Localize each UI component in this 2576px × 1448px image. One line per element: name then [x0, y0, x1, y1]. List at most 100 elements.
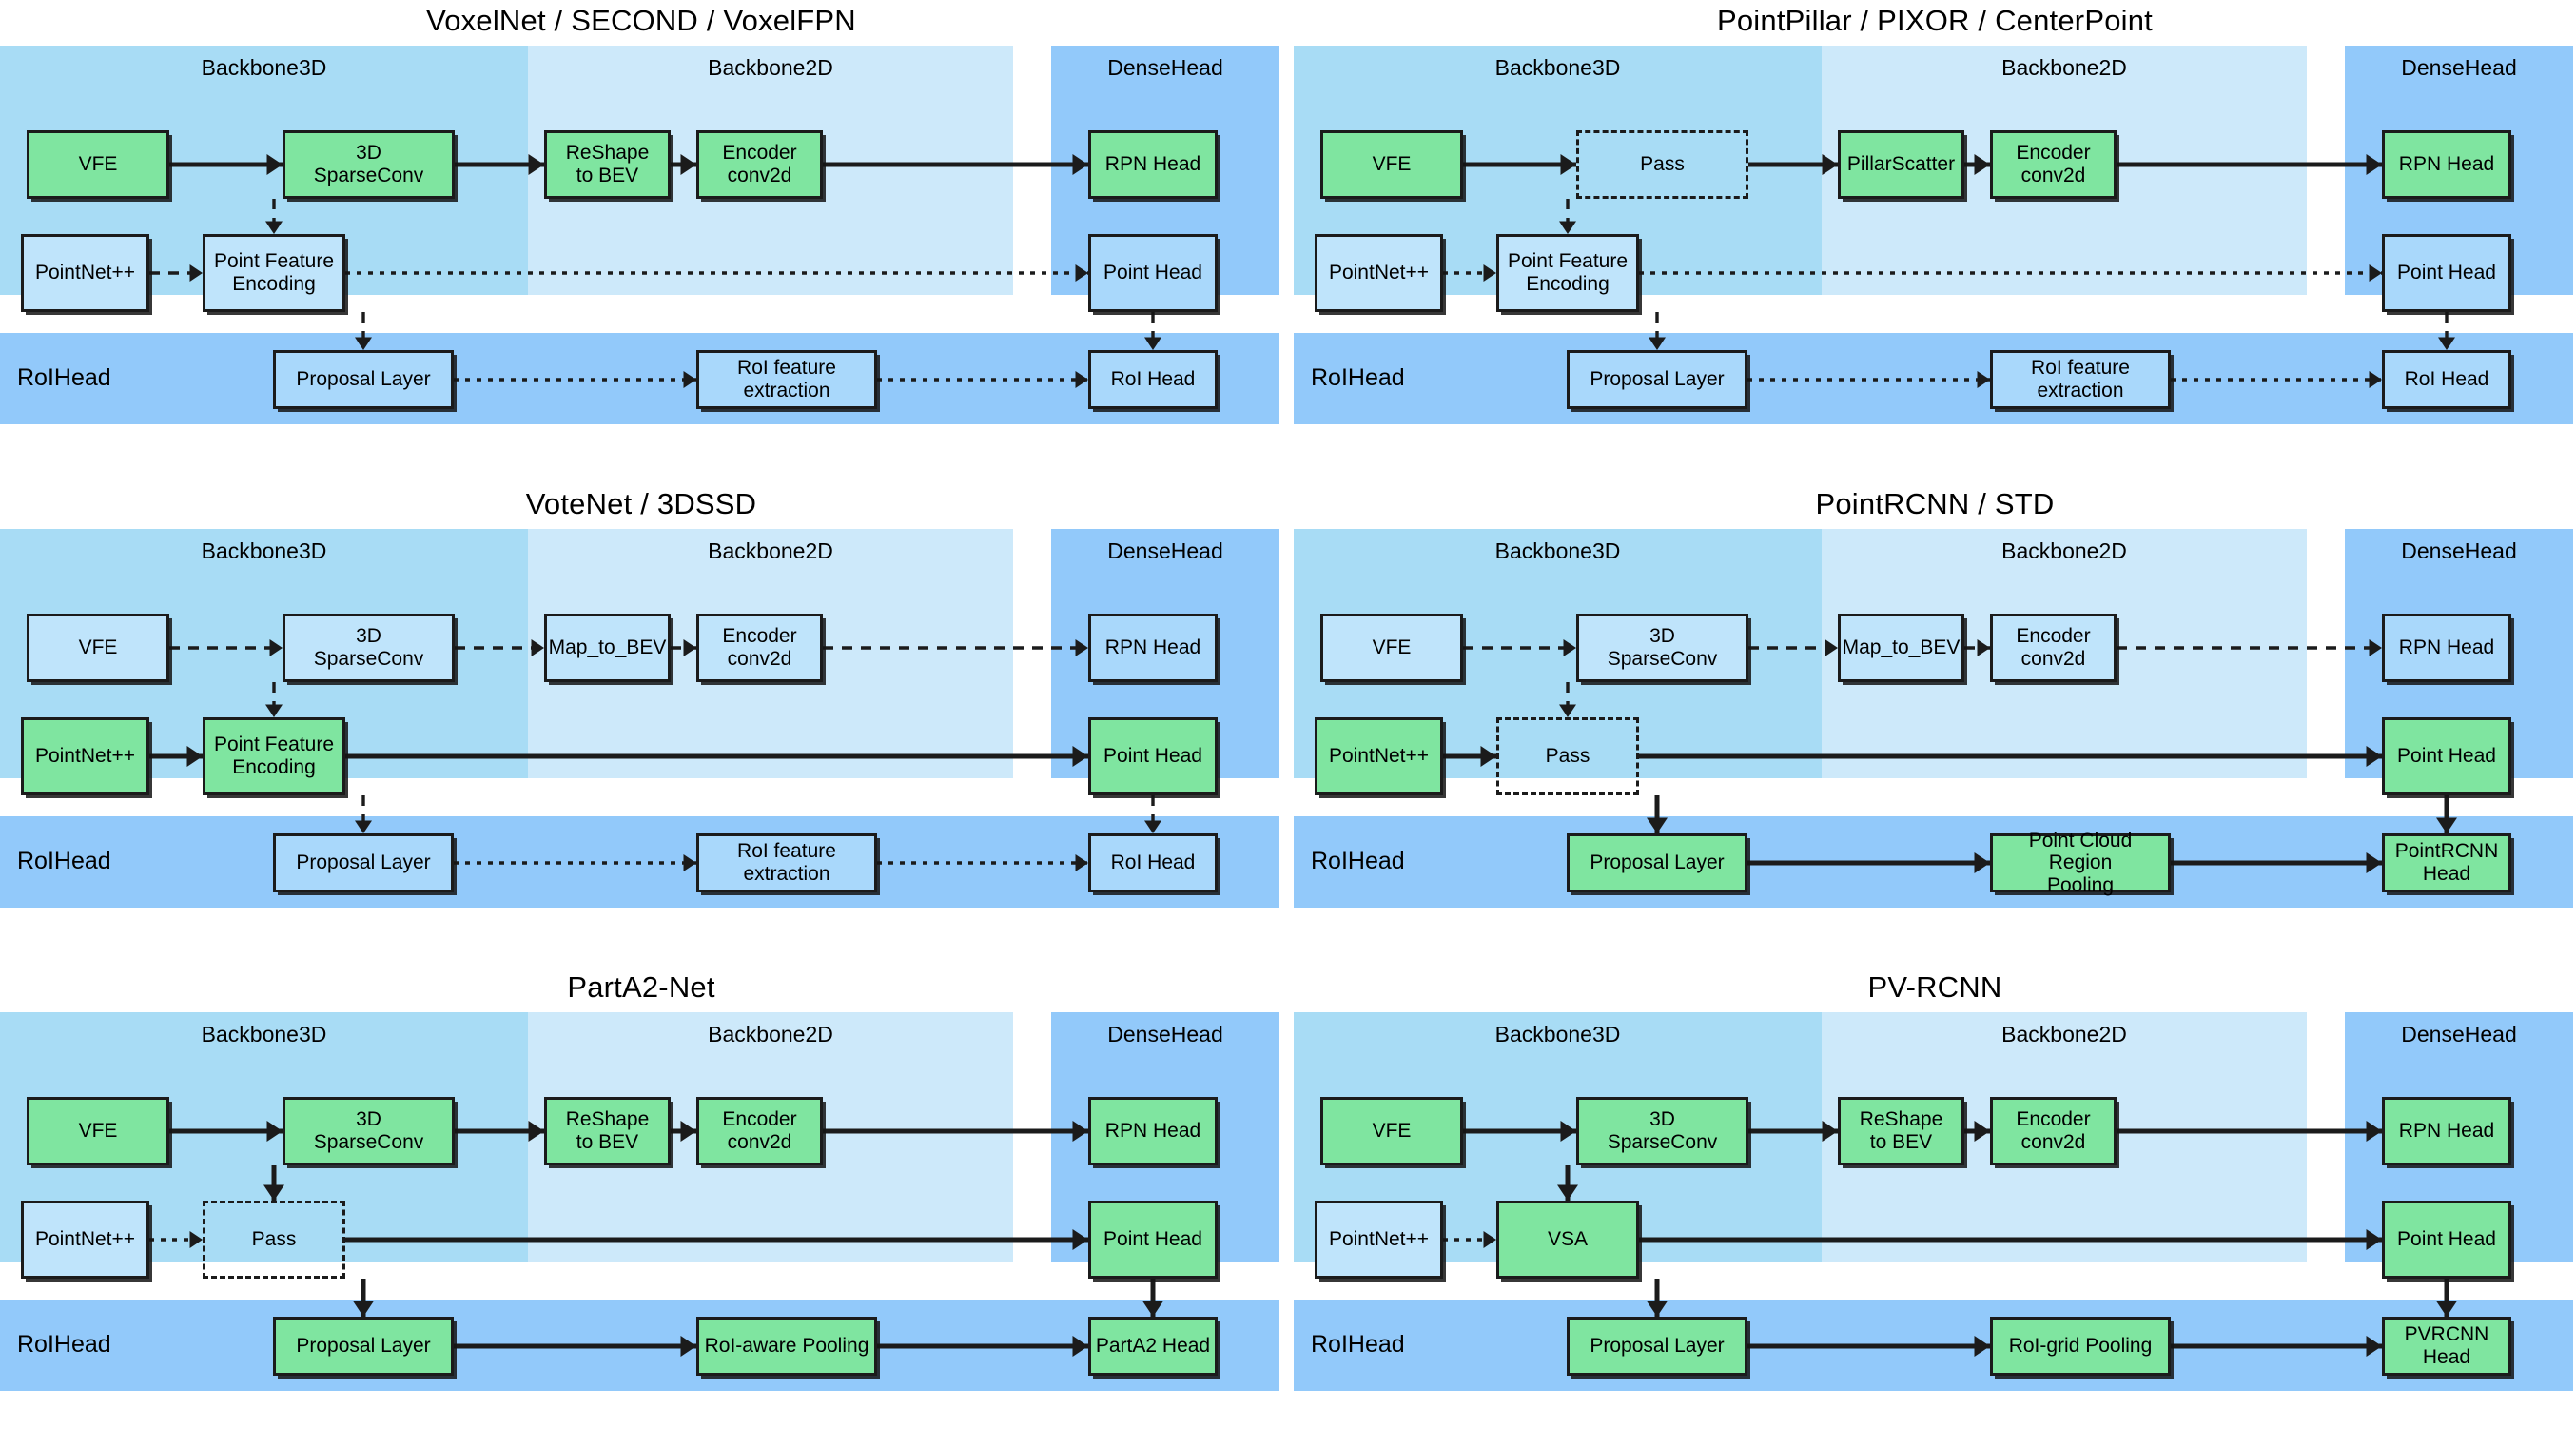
node-sparseconv[interactable]: 3D SparseConv: [283, 1097, 455, 1165]
backbone2d-label: Backbone2D: [708, 1022, 833, 1047]
node-roi_head[interactable]: RoI Head: [1088, 833, 1218, 892]
densehead-label: DenseHead: [2401, 1022, 2517, 1047]
node-to_bev[interactable]: ReShape to BEV: [1838, 1097, 1964, 1165]
node-roi_feat[interactable]: RoI-grid Pooling: [1990, 1317, 2171, 1376]
node-proposal[interactable]: Proposal Layer: [273, 1317, 454, 1376]
node-encoder[interactable]: Encoder conv2d: [1990, 130, 2117, 199]
node-point_head[interactable]: Point Head: [2382, 717, 2511, 795]
node-vfe[interactable]: VFE: [27, 130, 169, 199]
node-to_bev[interactable]: ReShape to BEV: [544, 1097, 671, 1165]
panel-title: PointRCNN / STD: [1815, 487, 2055, 520]
backbone2d-label: Backbone2D: [708, 538, 833, 563]
panel-votenet: VoteNet / 3DSSD Backbone3D Backbone2D Dense…: [0, 483, 1282, 959]
roihead-label: RoIHead: [17, 1331, 111, 1358]
backbone3d-label: Backbone3D: [201, 55, 327, 80]
node-sparseconv[interactable]: 3D SparseConv: [1576, 1097, 1748, 1165]
node-point_head[interactable]: Point Head: [2382, 234, 2511, 312]
node-roi_feat[interactable]: RoI feature extraction: [696, 350, 877, 409]
node-pointnet[interactable]: PointNet++: [21, 1201, 149, 1279]
node-rpn_head[interactable]: RPN Head: [1088, 1097, 1218, 1165]
node-pointnet[interactable]: PointNet++: [1315, 234, 1443, 312]
node-mid[interactable]: Pass: [1496, 717, 1639, 795]
node-vfe[interactable]: VFE: [1320, 130, 1463, 199]
panel-title: PointPillar / PIXOR / CenterPoint: [1716, 4, 2153, 37]
node-point_head[interactable]: Point Head: [2382, 1201, 2511, 1279]
node-pointnet[interactable]: PointNet++: [1315, 717, 1443, 795]
panel-title: VoxelNet / SECOND / VoxelFPN: [426, 4, 856, 37]
node-rpn_head[interactable]: RPN Head: [2382, 614, 2511, 682]
node-encoder[interactable]: Encoder conv2d: [1990, 614, 2117, 682]
densehead-label: DenseHead: [2401, 538, 2517, 563]
node-pointnet[interactable]: PointNet++: [21, 717, 149, 795]
backbone3d-label: Backbone3D: [1494, 538, 1621, 563]
node-sparseconv[interactable]: 3D SparseConv: [1576, 614, 1748, 682]
node-roi_head[interactable]: PVRCNN Head: [2382, 1317, 2511, 1376]
node-encoder[interactable]: Encoder conv2d: [696, 1097, 823, 1165]
panel-title: PartA2-Net: [567, 970, 715, 1004]
node-roi_head[interactable]: RoI Head: [2382, 350, 2511, 409]
densehead-label: DenseHead: [2401, 55, 2517, 80]
backbone2d-label: Backbone2D: [708, 55, 833, 80]
backbone2d-label: Backbone2D: [2001, 1022, 2127, 1047]
node-proposal[interactable]: Proposal Layer: [273, 833, 454, 892]
node-roi_feat[interactable]: Point Cloud Region Pooling: [1990, 830, 2171, 896]
node-roi_head[interactable]: PointRCNN Head: [2382, 833, 2511, 892]
node-mid[interactable]: Point Feature Encoding: [1496, 234, 1639, 312]
node-proposal[interactable]: Proposal Layer: [273, 350, 454, 409]
node-roi_head[interactable]: RoI Head: [1088, 350, 1218, 409]
backbone3d-label: Backbone3D: [201, 1022, 327, 1047]
node-sparseconv[interactable]: Pass: [1576, 130, 1748, 199]
panel-voxelnet: VoxelNet / SECOND / VoxelFPN Backbone3D Ba…: [0, 0, 1282, 476]
roihead-label: RoIHead: [1311, 848, 1405, 874]
backbone3d-label: Backbone3D: [1494, 55, 1621, 80]
node-vfe[interactable]: VFE: [1320, 1097, 1463, 1165]
node-sparseconv[interactable]: 3D SparseConv: [283, 614, 455, 682]
node-encoder[interactable]: Encoder conv2d: [1990, 1097, 2117, 1165]
node-point_head[interactable]: Point Head: [1088, 1201, 1218, 1279]
node-mid[interactable]: Point Feature Encoding: [203, 717, 345, 795]
node-rpn_head[interactable]: RPN Head: [1088, 130, 1218, 199]
node-point_head[interactable]: Point Head: [1088, 234, 1218, 312]
backbone2d-label: Backbone2D: [2001, 55, 2127, 80]
backbone3d-label: Backbone3D: [201, 538, 327, 563]
node-vfe[interactable]: VFE: [27, 1097, 169, 1165]
node-vfe[interactable]: VFE: [1320, 614, 1463, 682]
node-to_bev[interactable]: ReShape to BEV: [544, 130, 671, 199]
node-encoder[interactable]: Encoder conv2d: [696, 614, 823, 682]
densehead-label: DenseHead: [1107, 55, 1223, 80]
roihead-label: RoIHead: [17, 364, 111, 391]
densehead-label: DenseHead: [1107, 538, 1223, 563]
node-roi_feat[interactable]: RoI feature extraction: [1990, 350, 2171, 409]
node-point_head[interactable]: Point Head: [1088, 717, 1218, 795]
node-rpn_head[interactable]: RPN Head: [1088, 614, 1218, 682]
node-proposal[interactable]: Proposal Layer: [1567, 833, 1747, 892]
node-to_bev[interactable]: Map_to_BEV: [1838, 614, 1964, 682]
backbone2d-label: Backbone2D: [2001, 538, 2127, 563]
node-to_bev[interactable]: PillarScatter: [1838, 130, 1964, 199]
node-roi_head[interactable]: PartA2 Head: [1088, 1317, 1218, 1376]
node-rpn_head[interactable]: RPN Head: [2382, 130, 2511, 199]
roihead-label: RoIHead: [1311, 364, 1405, 391]
node-vfe[interactable]: VFE: [27, 614, 169, 682]
node-mid[interactable]: Pass: [203, 1201, 345, 1279]
panel-pointrcnn: PointRCNN / STD Backbone3D Backbone2D Dense…: [1294, 483, 2576, 959]
node-proposal[interactable]: Proposal Layer: [1567, 350, 1747, 409]
panel-title: VoteNet / 3DSSD: [525, 487, 757, 520]
node-mid[interactable]: Point Feature Encoding: [203, 234, 345, 312]
roihead-label: RoIHead: [17, 848, 111, 874]
node-mid[interactable]: VSA: [1496, 1201, 1639, 1279]
node-sparseconv[interactable]: 3D SparseConv: [283, 130, 455, 199]
node-to_bev[interactable]: Map_to_BEV: [544, 614, 671, 682]
node-pointnet[interactable]: PointNet++: [21, 234, 149, 312]
roihead-label: RoIHead: [1311, 1331, 1405, 1358]
node-proposal[interactable]: Proposal Layer: [1567, 1317, 1747, 1376]
node-encoder[interactable]: Encoder conv2d: [696, 130, 823, 199]
node-roi_feat[interactable]: RoI-aware Pooling: [696, 1317, 877, 1376]
node-pointnet[interactable]: PointNet++: [1315, 1201, 1443, 1279]
node-roi_feat[interactable]: RoI feature extraction: [696, 833, 877, 892]
node-rpn_head[interactable]: RPN Head: [2382, 1097, 2511, 1165]
